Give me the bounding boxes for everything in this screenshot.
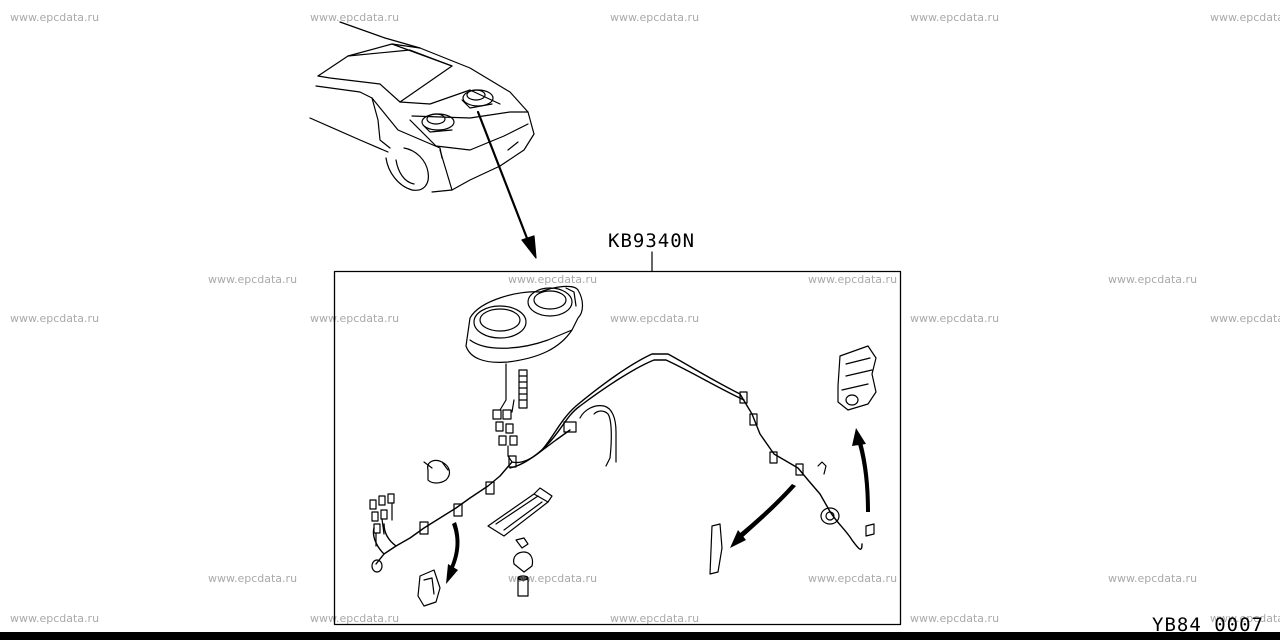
watermark: www.epcdata.ru: [310, 11, 400, 24]
bottom-border: [0, 632, 1280, 640]
parts-frame: [333, 270, 902, 626]
left-connector-group: [369, 493, 395, 547]
watermark: www.epcdata.ru: [610, 312, 700, 325]
bulb-parts: [513, 537, 534, 597]
assembly-arrows: [446, 428, 870, 584]
watermark: www.epcdata.ru: [208, 273, 298, 286]
watermark: www.epcdata.ru: [910, 11, 1000, 24]
watermark: www.epcdata.ru: [508, 572, 598, 585]
watermark: www.epcdata.ru: [610, 612, 700, 625]
watermark: www.epcdata.ru: [1210, 312, 1280, 325]
watermark: www.epcdata.ru: [808, 572, 898, 585]
watermark: www.epcdata.ru: [10, 612, 100, 625]
harness-clips: [371, 391, 827, 573]
watermark: www.epcdata.ru: [610, 11, 700, 24]
wiring-harness: [372, 353, 863, 565]
vehicle-illustration: [309, 21, 535, 193]
right-bracket: [837, 345, 877, 411]
right-strip: [709, 523, 723, 575]
watermark: www.epcdata.ru: [910, 612, 1000, 625]
right-socket: [820, 507, 875, 537]
wire-bracket: [579, 405, 617, 467]
watermark: www.epcdata.ru: [10, 11, 100, 24]
watermark: www.epcdata.ru: [808, 273, 898, 286]
part-number-label: KB9340N: [608, 230, 696, 252]
watermark: www.epcdata.ru: [1210, 11, 1280, 24]
diagram-code: YB84 0007: [1152, 614, 1264, 636]
watermark: www.epcdata.ru: [1108, 273, 1198, 286]
watermark: www.epcdata.ru: [10, 312, 100, 325]
bulb-sockets: [492, 363, 528, 463]
watermark: www.epcdata.ru: [310, 612, 400, 625]
location-arrow: [476, 110, 537, 259]
watermark: www.epcdata.ru: [508, 273, 598, 286]
watermark: www.epcdata.ru: [310, 312, 400, 325]
left-cover: [417, 569, 441, 607]
lamp-housing: [465, 285, 584, 363]
watermark: www.epcdata.ru: [208, 572, 298, 585]
watermark: www.epcdata.ru: [1108, 572, 1198, 585]
clamp: [423, 459, 451, 484]
watermark: www.epcdata.ru: [1210, 612, 1280, 625]
watermark: www.epcdata.ru: [910, 312, 1000, 325]
bezel-strip: [487, 487, 553, 537]
